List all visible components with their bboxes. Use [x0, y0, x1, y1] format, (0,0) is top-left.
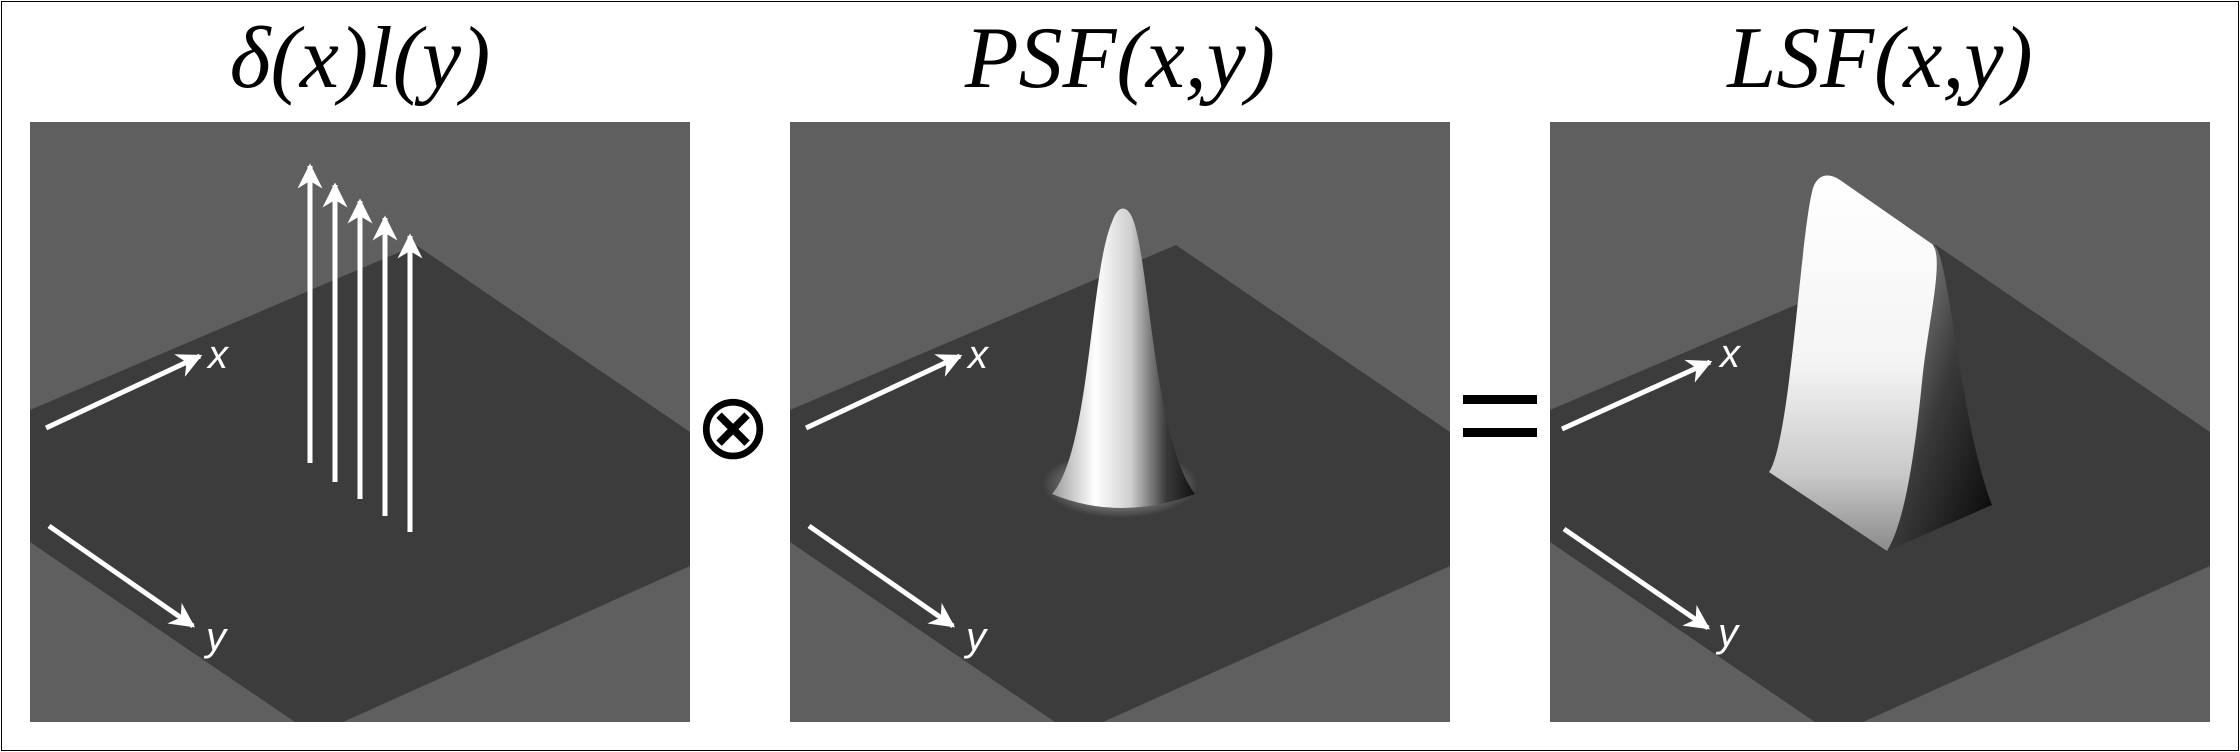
equals-operator [1455, 395, 1545, 440]
panel-line-impulse: x y [30, 122, 690, 722]
lsf-ridge-front [1769, 175, 1937, 552]
x-axis-arrow [804, 353, 963, 431]
x-axis-arrow [1560, 359, 1713, 432]
y-axis-arrow [1562, 526, 1711, 631]
title-lsf: LSF(x,y) [1727, 10, 2033, 107]
x-axis-label: x [966, 333, 990, 377]
y-axis-label: y [963, 615, 989, 659]
y-axis-label: y [203, 615, 229, 659]
panel-lsf: x y [1550, 122, 2210, 722]
x-axis-label: x [206, 333, 230, 377]
lsf-ridge-side [1887, 246, 1992, 551]
x-axis-label: x [1718, 332, 1742, 376]
y-axis-arrow [47, 523, 196, 629]
y-axis-arrow [807, 523, 956, 629]
title-line-impulse: δ(x)l(y) [229, 10, 491, 107]
delta-arrows [297, 163, 423, 532]
convolution-operator: ⊗ [694, 373, 772, 480]
psf-peak [1052, 208, 1195, 508]
title-psf: PSF(x,y) [964, 10, 1276, 107]
y-axis-label: y [1715, 611, 1741, 655]
x-axis-arrow [44, 353, 203, 431]
panel-psf: x y [790, 122, 1450, 722]
